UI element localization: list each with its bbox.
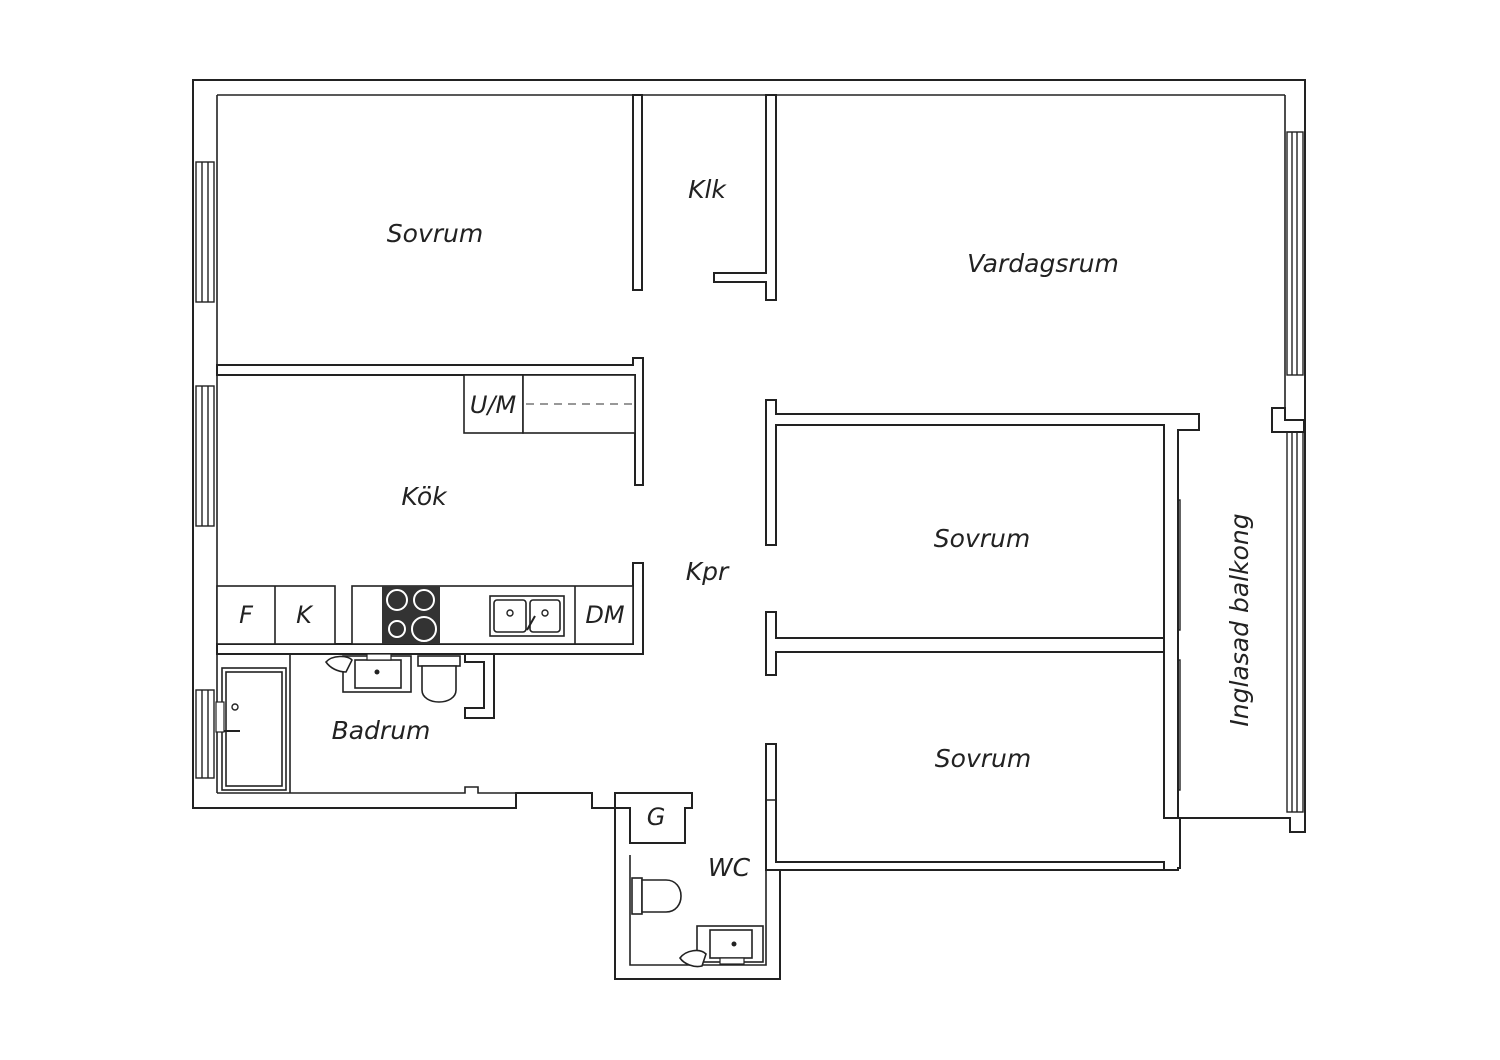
- outer-walls: [192, 79, 1306, 980]
- label-um: U/M: [470, 391, 517, 419]
- label-sovrum-mid: Sovrum: [934, 524, 1030, 553]
- label-kpr: Kpr: [686, 557, 730, 586]
- window-left-bottom: [195, 689, 215, 779]
- label-badrum: Badrum: [332, 716, 431, 745]
- window-right-bottom: [1286, 431, 1304, 813]
- label-vardagsrum: Vardagsrum: [967, 249, 1119, 278]
- interior-walls: [216, 94, 1305, 966]
- label-f: F: [239, 601, 254, 629]
- wc-washbasin-icon: [679, 925, 764, 968]
- toilet-icon: [417, 655, 461, 703]
- label-inglasad-balkong: Inglasad balkong: [1225, 513, 1254, 726]
- room-labels: Sovrum Klk Vardagsrum Kök Kpr Sovrum Sov…: [332, 175, 1254, 882]
- window-right-top: [1286, 131, 1304, 376]
- label-g: G: [647, 803, 666, 831]
- label-wc: WC: [708, 853, 751, 882]
- bathroom-fixtures: [215, 653, 461, 793]
- label-kok: Kök: [401, 482, 448, 511]
- wc-fixtures: [631, 877, 764, 968]
- label-klk: Klk: [688, 175, 727, 204]
- label-dm: DM: [585, 601, 624, 629]
- label-sovrum-top: Sovrum: [387, 219, 483, 248]
- kitchen-counter: [216, 374, 636, 645]
- shower-icon: [215, 667, 287, 791]
- fixture-labels: U/M F K DM G: [239, 391, 665, 831]
- label-k: K: [296, 601, 314, 629]
- window-left-mid: [195, 385, 215, 527]
- washbasin-icon: [324, 653, 412, 693]
- window-left-top: [195, 161, 215, 303]
- stove-icon: [382, 586, 440, 644]
- wc-toilet-icon: [631, 877, 682, 915]
- kitchen-sink-icon: [489, 595, 565, 637]
- label-sovrum-bottom: Sovrum: [935, 744, 1031, 773]
